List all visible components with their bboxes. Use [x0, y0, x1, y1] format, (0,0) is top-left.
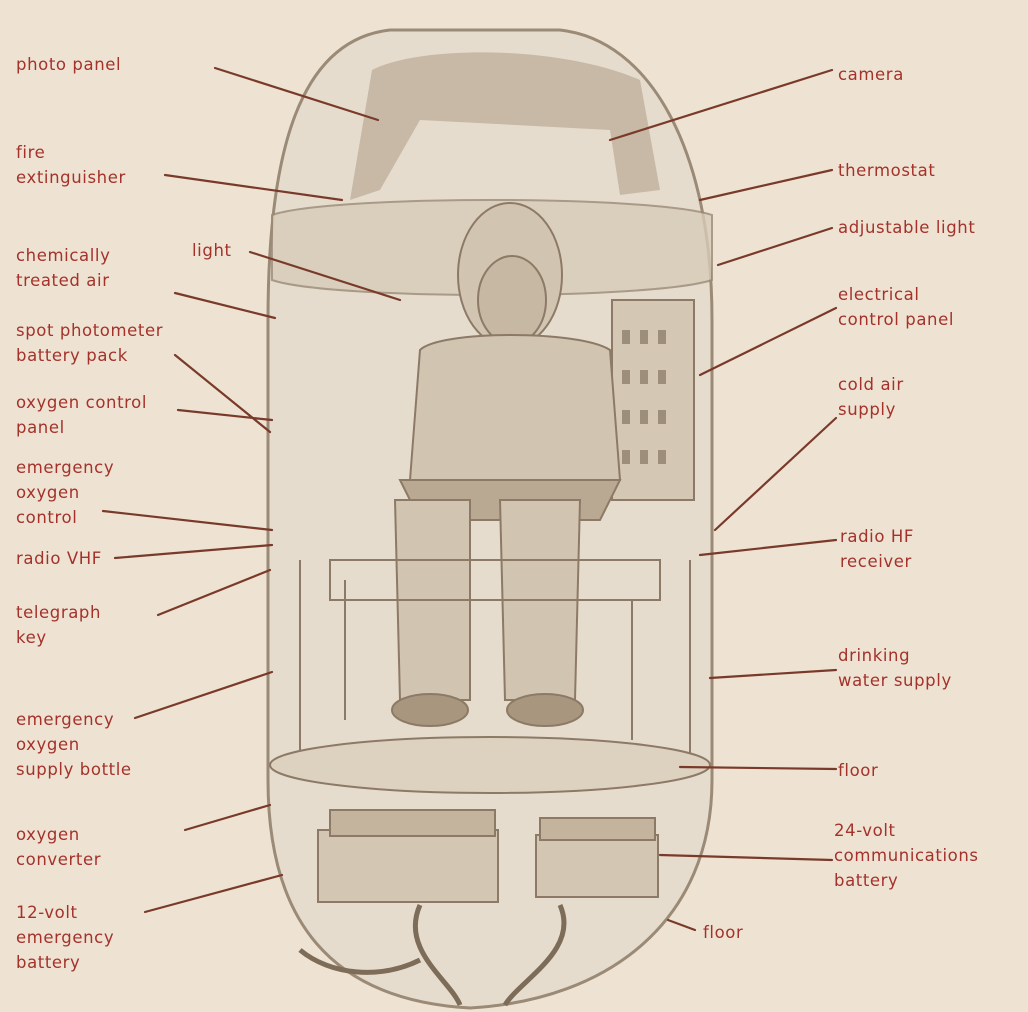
- label-spot-photometer-battery-pack: spot photometer battery pack: [16, 318, 163, 368]
- label-24v-communications-battery: 24-volt communications battery: [834, 818, 979, 893]
- label-floor-upper: floor: [838, 758, 878, 783]
- label-oxygen-control-panel: oxygen control panel: [16, 390, 147, 440]
- label-emergency-oxygen-supply-bottle: emergency oxygen supply bottle: [16, 707, 132, 782]
- leader-adjustable-light: [718, 228, 832, 265]
- leader-cold-air-supply: [715, 418, 836, 530]
- electrical-panel-grid: [612, 300, 694, 500]
- leader-oxygen-control-panel: [178, 410, 272, 420]
- leader-emergency-oxygen-control: [103, 511, 272, 530]
- battery-boxes: [318, 810, 658, 902]
- leader-floor-lower: [668, 920, 695, 930]
- label-drinking-water-supply: drinking water supply: [838, 643, 952, 693]
- label-electrical-control-panel: electrical control panel: [838, 282, 954, 332]
- label-photo-panel: photo panel: [16, 52, 121, 77]
- label-oxygen-converter: oxygen converter: [16, 822, 101, 872]
- label-floor-lower: floor: [703, 920, 743, 945]
- leader-emergency-oxygen-supply-bottle: [135, 672, 272, 718]
- label-emergency-oxygen-control: emergency oxygen control: [16, 455, 114, 530]
- label-fire-extinguisher: fire extinguisher: [16, 140, 126, 190]
- leader-12v-battery: [145, 875, 282, 912]
- leader-drinking-water-supply: [710, 670, 836, 678]
- leader-radio-vhf: [115, 545, 272, 558]
- leader-oxygen-converter: [185, 805, 270, 830]
- leader-chemically-treated-air: [175, 293, 275, 318]
- label-adjustable-light: adjustable light: [838, 215, 975, 240]
- label-radio-hf-receiver: radio HF receiver: [840, 524, 914, 574]
- leader-radio-hf-receiver: [700, 540, 836, 555]
- label-thermostat: thermostat: [838, 158, 935, 183]
- leader-spot-photometer: [175, 355, 270, 432]
- floor-disc: [270, 737, 710, 793]
- label-cold-air-supply: cold air supply: [838, 372, 904, 422]
- label-camera: camera: [838, 62, 904, 87]
- label-light: light: [192, 238, 232, 263]
- label-telegraph-key: telegraph key: [16, 600, 101, 650]
- leader-telegraph-key: [158, 570, 270, 615]
- leader-electrical-control-panel: [700, 308, 836, 375]
- label-12v-emergency-battery: 12-volt emergency battery: [16, 900, 114, 975]
- label-radio-vhf: radio VHF: [16, 546, 102, 571]
- leader-thermostat: [700, 170, 832, 200]
- label-chemically-treated-air: chemically treated air: [16, 243, 110, 293]
